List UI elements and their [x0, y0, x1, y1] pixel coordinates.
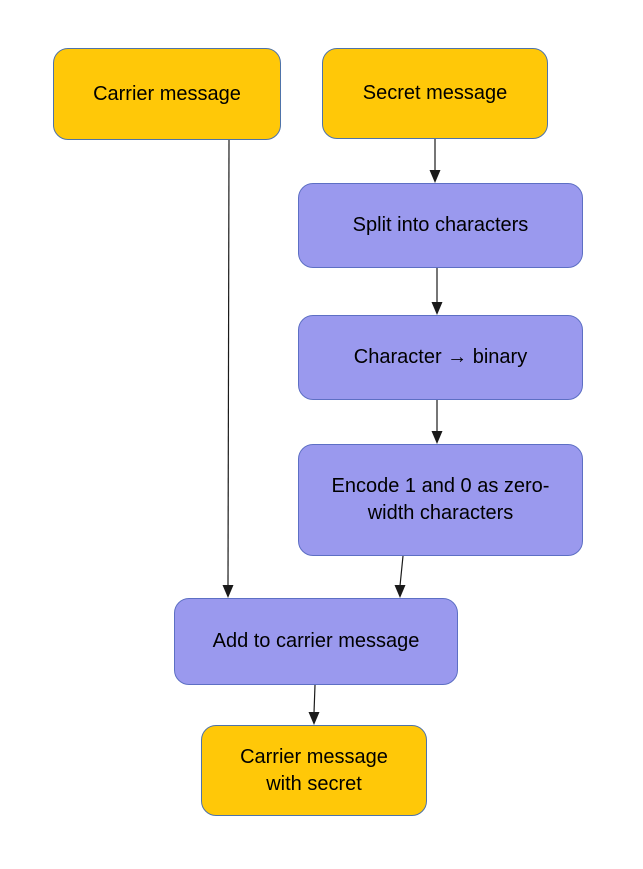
edge-line — [227, 139, 230, 587]
node-label: Character → binary — [353, 346, 528, 368]
edge-secret-to-split — [429, 139, 441, 183]
arrowhead-icon — [222, 585, 234, 598]
node-character-to-binary: Character → binary — [298, 315, 583, 400]
node-label: Carrier message — [93, 82, 241, 105]
arrowhead-icon — [429, 170, 441, 183]
edge-carrier-to-add — [222, 139, 234, 598]
node-split-into-characters: Split into characters — [298, 183, 583, 268]
node-label: Split into characters — [352, 214, 529, 236]
arrowhead-icon — [431, 431, 443, 444]
edge-line — [313, 684, 316, 714]
edge-line — [399, 555, 404, 587]
arrowhead-icon — [394, 585, 406, 598]
node-add-to-carrier: Add to carrier message — [174, 598, 458, 685]
node-carrier-with-secret: Carrier message with secret — [201, 725, 427, 816]
node-carrier-message: Carrier message — [53, 48, 281, 140]
arrowhead-icon — [308, 712, 320, 725]
node-label: Carrier message with secret — [240, 745, 388, 795]
node-secret-message: Secret message — [322, 48, 548, 139]
edge-split-to-charbin — [431, 268, 443, 315]
edge-add-to-result — [308, 684, 320, 725]
node-encode-zero-width: Encode 1 and 0 as zero-width characters — [298, 444, 583, 556]
edge-encode-to-add — [394, 555, 406, 598]
edge-charbin-to-encode — [431, 400, 443, 444]
node-label: Secret message — [362, 82, 508, 104]
node-label: Encode 1 and 0 as zero-width characters — [331, 475, 550, 524]
node-label: Add to carrier message — [212, 630, 420, 652]
arrowhead-icon — [431, 302, 443, 315]
